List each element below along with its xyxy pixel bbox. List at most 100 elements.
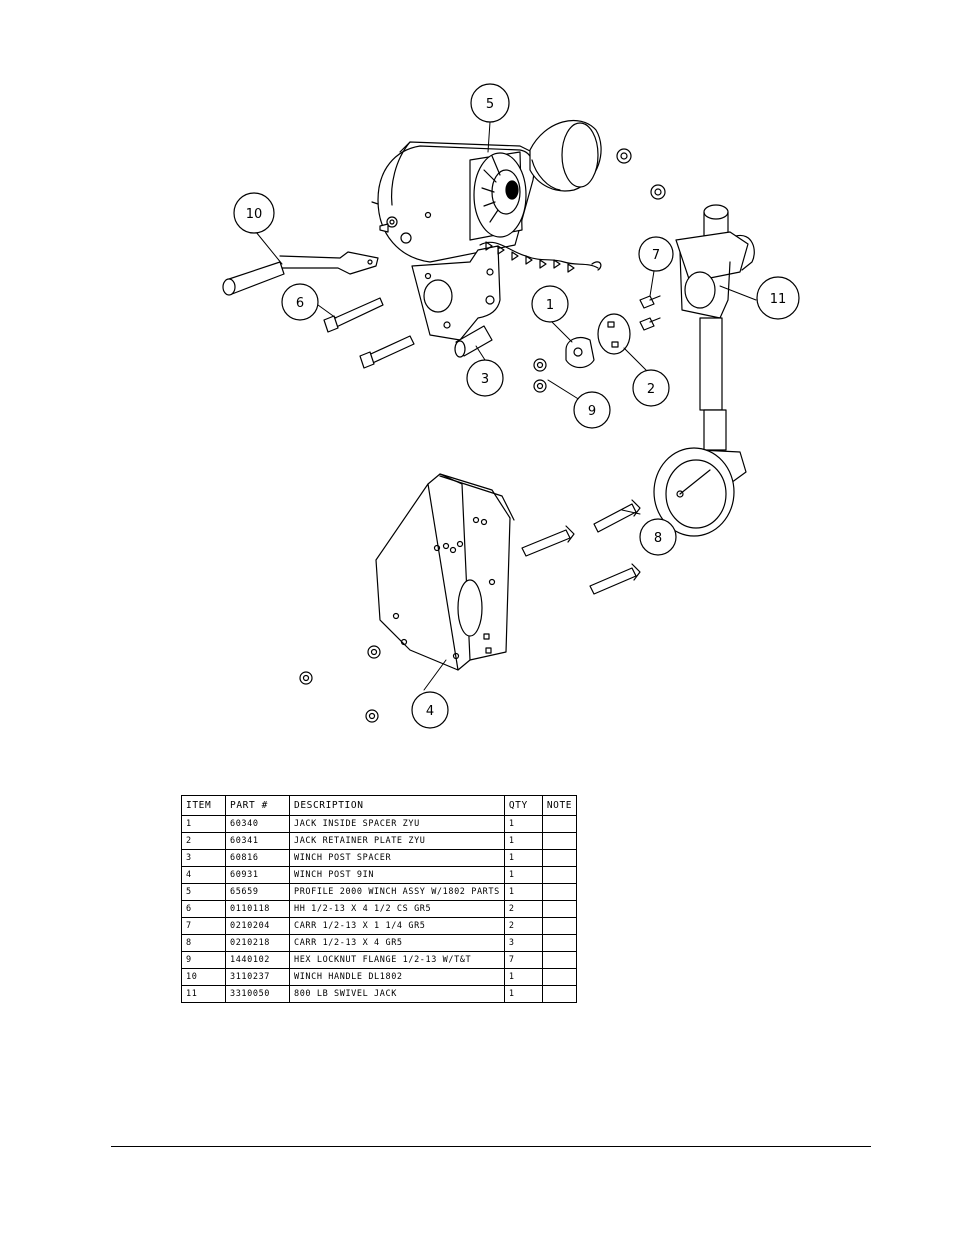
cell-note [541,900,578,918]
callout-bubble-11: 11 [756,276,800,320]
callout-bubble-9: 9 [573,391,611,429]
svg-text:1: 1 [546,298,554,313]
svg-text:2: 2 [647,382,655,397]
svg-text:5: 5 [486,97,494,112]
cell-note [541,866,578,884]
cell-note [541,951,578,969]
exploded-parts-diagram: 5 10 6 3 1 2 9 7 11 8 4 [222,83,800,729]
callout-bubble-3: 3 [466,359,504,397]
callout-leaders [255,121,757,691]
cell-qty: 1 [503,968,543,986]
locknuts [299,148,666,723]
cell-item: 3 [181,849,226,867]
cell-qty: 2 [503,900,543,918]
cell-description: CARR 1/2-13 X 4 GR5 [289,934,505,952]
cell-qty: 3 [503,934,543,952]
cell-item: 5 [181,883,226,901]
header-part-number: PART # [225,795,290,816]
cell-description: CARR 1/2-13 X 1 1/4 GR5 [289,917,505,935]
cell-part-number: 1440102 [225,951,290,969]
svg-text:10: 10 [246,207,263,222]
jack-spacer-plates [565,313,631,369]
cell-item: 9 [181,951,226,969]
svg-text:7: 7 [652,248,660,263]
cell-part-number: 60931 [225,866,290,884]
cell-part-number: 60340 [225,815,290,833]
table-header-row: ITEM PART # DESCRIPTION QTY NOTE [181,795,578,816]
callout-bubble-4: 4 [411,691,449,729]
winch-handle [222,251,379,296]
callout-bubble-5: 5 [470,83,510,123]
swivel-jack [653,204,755,537]
cell-item: 8 [181,934,226,952]
svg-text:9: 9 [588,404,596,419]
long-carriage-bolts [521,499,641,595]
header-qty: QTY [503,795,543,816]
cell-item: 10 [181,968,226,986]
cell-item: 2 [181,832,226,850]
cell-item: 1 [181,815,226,833]
cell-note [541,883,578,901]
callout-bubble-2: 2 [632,369,670,407]
cell-item: 7 [181,917,226,935]
svg-text:4: 4 [426,704,434,719]
cell-note [541,985,578,1003]
cell-qty: 1 [503,883,543,901]
cell-item: 11 [181,985,226,1003]
header-description: DESCRIPTION [289,795,505,816]
svg-text:6: 6 [296,296,304,311]
svg-text:3: 3 [481,372,489,387]
cell-qty: 7 [503,951,543,969]
cell-qty: 1 [503,815,543,833]
header-item: ITEM [181,795,226,816]
cell-part-number: 0210218 [225,934,290,952]
header-note: NOTE [541,795,578,816]
cell-part-number: 60816 [225,849,290,867]
cell-note [541,917,578,935]
cell-part-number: 3110237 [225,968,290,986]
cell-qty: 2 [503,917,543,935]
callout-bubble-6: 6 [281,283,319,321]
cell-qty: 1 [503,832,543,850]
cell-part-number: 65659 [225,883,290,901]
cell-part-number: 0210204 [225,917,290,935]
callout-bubble-1: 1 [531,285,569,323]
cell-description: WINCH HANDLE DL1802 [289,968,505,986]
cell-part-number: 0110118 [225,900,290,918]
cell-note [541,934,578,952]
cell-item: 6 [181,900,226,918]
cell-description: HEX LOCKNUT FLANGE 1/2-13 W/T&T [289,951,505,969]
cell-description: WINCH POST 9IN [289,866,505,884]
short-carriage-bolts [639,295,661,331]
cell-note [541,849,578,867]
callout-bubble-7: 7 [638,236,674,272]
cell-item: 4 [181,866,226,884]
hex-bolts [323,297,415,369]
cell-note [541,968,578,986]
winch-post [375,473,515,671]
cell-description: PROFILE 2000 WINCH ASSY W/1802 PARTS [289,883,505,901]
cell-description: JACK RETAINER PLATE ZYU [289,832,505,850]
cell-part-number: 3310050 [225,985,290,1003]
cell-note [541,832,578,850]
cell-note [541,815,578,833]
cell-description: 800 LB SWIVEL JACK [289,985,505,1003]
winch-assembly [371,120,602,341]
cell-qty: 1 [503,985,543,1003]
svg-text:8: 8 [654,531,662,546]
cell-qty: 1 [503,866,543,884]
cell-part-number: 60341 [225,832,290,850]
